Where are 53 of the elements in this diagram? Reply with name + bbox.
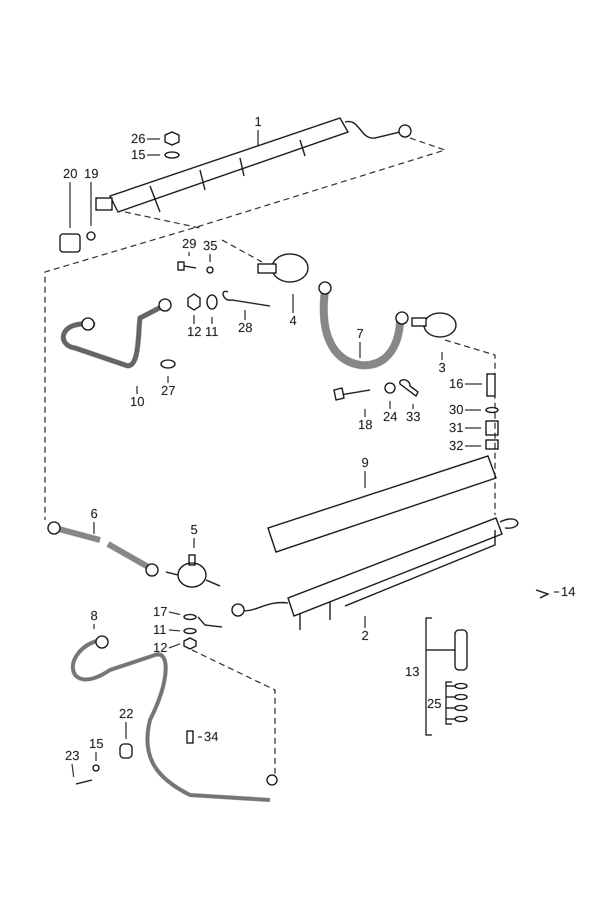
leader-line [412, 404, 414, 410]
callout-number: 6 [90, 507, 98, 521]
callout-number: 25 [427, 697, 442, 711]
leader-line [364, 408, 366, 418]
leader-line [146, 154, 160, 156]
callout-number: 15 [131, 148, 146, 162]
leader-line [198, 736, 202, 738]
callout-number: 18 [358, 418, 372, 432]
leader-line [292, 294, 294, 314]
callout-number: 4 [290, 314, 297, 328]
callout-number: 26 [131, 132, 146, 146]
callout-number: 32 [449, 439, 464, 453]
callout-number: 27 [161, 384, 176, 398]
callout-number: 34 [204, 730, 218, 744]
callout-number: 12 [153, 641, 168, 655]
callout-number: 13 [405, 665, 420, 679]
callout-number: 15 [89, 737, 104, 751]
callout-number: 22 [119, 707, 134, 721]
leader-line [146, 138, 160, 140]
callout-number: 29 [182, 237, 196, 251]
callout-number: 7 [356, 327, 364, 341]
leader-line [168, 612, 181, 615]
leader-line [136, 386, 138, 394]
leader-line [364, 616, 366, 628]
callout-number: 28 [238, 321, 252, 335]
leader-line [90, 182, 92, 226]
callout-number: 9 [362, 456, 369, 470]
callout-number: 23 [65, 749, 80, 763]
callout-number: 17 [153, 605, 168, 619]
callout-number: 35 [203, 239, 218, 253]
leader-line [188, 252, 190, 256]
callout-number: 19 [84, 167, 98, 181]
callout-number: 33 [406, 410, 420, 424]
callout-number: 24 [383, 410, 398, 424]
callout-number: 30 [449, 403, 464, 417]
callout-number: 2 [362, 629, 369, 643]
callout-number: 20 [63, 167, 78, 181]
leader-line [244, 310, 246, 320]
callout-number: 31 [449, 421, 464, 435]
callout-number: 5 [190, 523, 198, 537]
leader-line [72, 764, 74, 778]
leader-line [168, 643, 181, 648]
callout-number: 3 [438, 361, 446, 375]
leader-line [364, 470, 366, 488]
callout-number: 1 [254, 115, 262, 129]
callout-number: 11 [205, 325, 218, 339]
leader-line [168, 630, 180, 632]
callout-number: 8 [90, 609, 98, 623]
callout-number: 12 [187, 325, 202, 339]
callout-number: 14 [561, 585, 576, 599]
callout-number: 10 [130, 395, 144, 409]
callout-number: 16 [449, 377, 464, 391]
callout-number: 11 [153, 623, 166, 637]
